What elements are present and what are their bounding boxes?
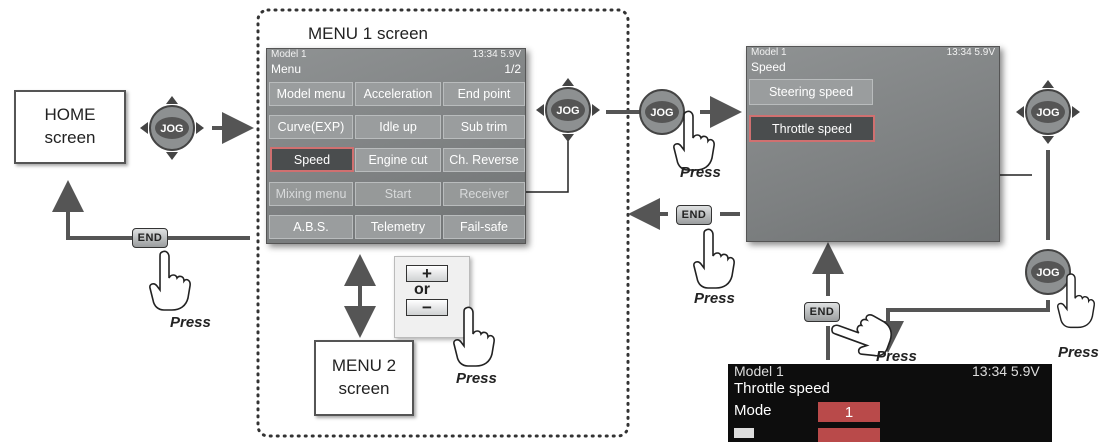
speed-statusbar: Model 1 13:34 5.9V [747, 47, 999, 59]
press-label: Press [680, 164, 721, 181]
menu-item-ch-reverse[interactable]: Ch. Reverse [443, 148, 525, 172]
menu-item-model-menu[interactable]: Model menu [269, 82, 353, 106]
end-key-button[interactable]: END [132, 228, 168, 248]
speed-screen: Model 1 13:34 5.9V Speed Steering speed … [746, 46, 1000, 242]
jog-dial-icon[interactable]: JOG [140, 96, 204, 160]
menu-item-end-point[interactable]: End point [443, 82, 525, 106]
pressing-hand-icon [693, 228, 735, 289]
menu-item-sub-trim[interactable]: Sub trim [443, 115, 525, 139]
end-key-button[interactable]: END [676, 205, 712, 225]
or-label: or [414, 281, 430, 298]
throttle-model-name: Model 1 [734, 364, 784, 379]
menu-item-acceleration[interactable]: Acceleration [355, 82, 441, 106]
menu1-title: MENU 1 screen [308, 24, 428, 43]
menu-item-start[interactable]: Start [355, 182, 441, 206]
menu1-header: Menu 1/2 [267, 61, 525, 77]
menu-item-throttle-speed[interactable]: Throttle speed [749, 115, 875, 142]
page-switch-keys: + or − [394, 256, 470, 338]
menu-item-fail-safe[interactable]: Fail-safe [443, 215, 525, 239]
pressing-hand-icon [673, 110, 715, 171]
next-row-partial [734, 428, 754, 438]
pressing-hand-icon [149, 250, 191, 311]
menu-item-telemetry[interactable]: Telemetry [355, 215, 441, 239]
end-key-button[interactable]: END [804, 302, 840, 322]
menu2-screen-box: MENU 2 screen [314, 340, 414, 416]
menu1-screen: Model 1 13:34 5.9V Menu 1/2 Model menu A… [266, 48, 526, 244]
speed-header: Speed [747, 59, 999, 75]
press-label: Press [694, 290, 735, 307]
throttle-speed-screen: Model 1 13:34 5.9V Throttle speed Mode 1 [728, 364, 1052, 442]
press-label: Press [1058, 344, 1099, 361]
menu-item-steering-speed[interactable]: Steering speed [749, 79, 873, 105]
home-box-line1: HOME [44, 105, 96, 125]
jog-label: JOG [160, 123, 183, 135]
jog-dial-icon[interactable]: JOG [1016, 80, 1080, 144]
pressing-hand-icon [831, 314, 892, 357]
pressing-hand-icon [1056, 273, 1096, 329]
throttle-time-voltage: 13:34 5.9V [972, 364, 1040, 379]
menu-item-mixing-menu[interactable]: Mixing menu [269, 182, 353, 206]
jog-button-icon[interactable]: JOG [1024, 248, 1072, 296]
mode-label: Mode [734, 402, 772, 419]
menu-item-engine-cut[interactable]: Engine cut [355, 148, 441, 172]
pressing-hand-icon [453, 306, 495, 367]
speed-time-voltage: 13:34 5.9V [946, 47, 995, 58]
menu-item-receiver[interactable]: Receiver [443, 182, 525, 206]
jog-button-icon[interactable]: JOG [638, 88, 686, 136]
mode-value[interactable]: 1 [818, 402, 880, 422]
minus-key-button[interactable]: − [406, 299, 448, 316]
menu-item-abs[interactable]: A.B.S. [269, 215, 353, 239]
menu-item-speed[interactable]: Speed [270, 147, 354, 172]
menu2-box-line2: screen [338, 379, 390, 398]
jog-dial-icon[interactable]: JOG [536, 78, 600, 142]
throttle-screen-title: Throttle speed [734, 380, 830, 397]
menu-item-idle-up[interactable]: Idle up [355, 115, 441, 139]
jog-label: JOG [1036, 107, 1059, 119]
menu1-time-voltage: 13:34 5.9V [472, 49, 521, 60]
menu1-model-name: Model 1 [271, 49, 307, 60]
press-label: Press [456, 370, 497, 387]
jog-label: JOG [556, 105, 579, 117]
menu2-box-line1: MENU 2 [331, 356, 397, 376]
press-label: Press [876, 348, 917, 365]
jog-label: JOG [650, 107, 673, 119]
menu1-page-indicator: 1/2 [504, 62, 521, 76]
home-screen-box: HOME screen [14, 90, 126, 164]
next-value-partial [818, 428, 880, 442]
jog-label: JOG [1036, 267, 1059, 279]
menu1-header-title: Menu [271, 62, 302, 76]
menu1-statusbar: Model 1 13:34 5.9V [267, 49, 525, 61]
speed-model-name: Model 1 [751, 47, 787, 58]
menu-item-curve-exp[interactable]: Curve(EXP) [269, 115, 353, 139]
speed-header-title: Speed [751, 60, 786, 74]
home-box-line2: screen [44, 128, 96, 147]
plus-key-button[interactable]: + [406, 265, 448, 282]
press-label: Press [170, 314, 211, 331]
